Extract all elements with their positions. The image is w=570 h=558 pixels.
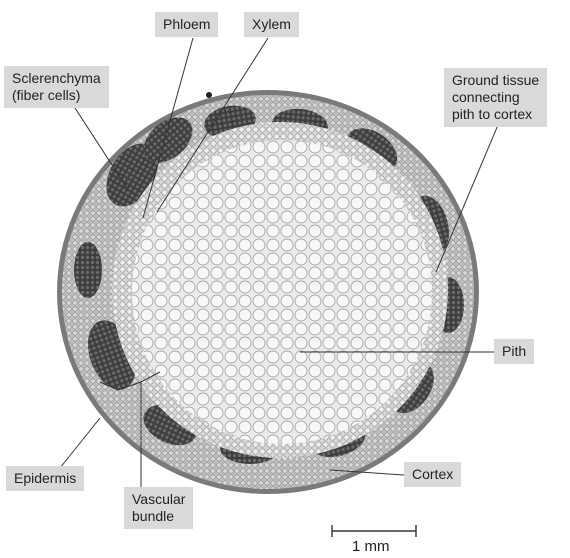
pith-region [132,140,432,444]
ground-tissue-label: Ground tissue connecting pith to cortex [444,68,547,127]
xylem-label: Xylem [244,12,299,37]
vascular-bundle-13 [74,242,102,298]
epidermis-label: Epidermis [6,466,84,491]
pith-label: Pith [494,339,534,364]
phloem-label: Phloem [155,12,218,37]
sclerenchyma-label: Sclerenchyma (fiber cells) [4,66,109,108]
stem-speck [206,92,212,98]
vascular-bundle-label: Vascular bundle [124,487,193,529]
scale-bar-label: 1 mm [352,538,390,555]
cortex-label: Cortex [404,462,461,487]
epidermis-leader [60,418,100,468]
scale-bar [332,525,416,537]
